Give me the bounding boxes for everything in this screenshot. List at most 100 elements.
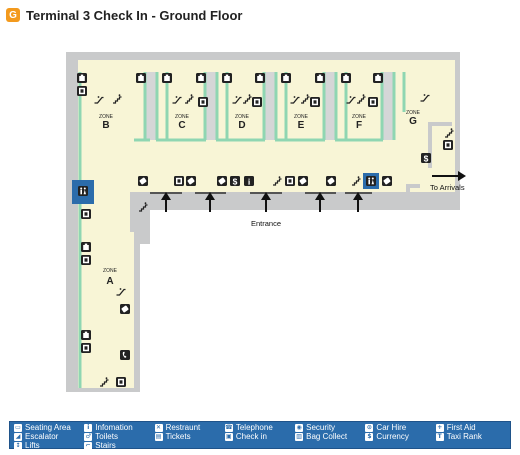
taxi-rank-icon: T (435, 432, 444, 441)
lift-icon (174, 176, 184, 186)
legend-item-escalator: ◢Escalator (14, 432, 84, 441)
zone-prefix: ZONE (406, 110, 421, 116)
page-title: Terminal 3 Check In - Ground Floor (26, 7, 243, 23)
baggage-icon (217, 176, 227, 186)
entrance-arrow (315, 192, 325, 212)
legend-item-tickets: ▤Tickets (154, 432, 225, 441)
information-icon (244, 176, 254, 186)
legend-label: Toilets (95, 432, 118, 441)
entrance-arrow (161, 192, 171, 212)
check-in-icon (196, 73, 206, 83)
currency-icon: $ (365, 432, 374, 441)
lift-icon (81, 343, 91, 353)
zone-letter: A (106, 276, 113, 287)
check-in-icon (281, 73, 291, 83)
lifts-icon: ↕ (14, 441, 22, 450)
entrance-arrows (161, 192, 363, 212)
zone-label-b: ZONE B (99, 114, 114, 131)
zone-prefix: ZONE (103, 268, 118, 274)
legend-item-car-hire: ⊙Car Hire (365, 423, 435, 432)
baggage-icon (382, 176, 392, 186)
toilets-icon (78, 186, 88, 196)
zone-letter: B (102, 120, 109, 131)
legend-label: First Aid (446, 423, 476, 432)
check-in-icon (373, 73, 383, 83)
legend-label: Currency (376, 432, 409, 441)
check-in-icon (81, 242, 91, 252)
toilets-icon: ♂ (84, 432, 93, 441)
entrance-arrow (205, 192, 215, 212)
check-in-icon (162, 73, 172, 83)
lift-icon (198, 97, 208, 107)
legend-item-seating-area: ▭Seating Area (14, 423, 84, 432)
escalator-icon: ◢ (14, 432, 22, 441)
zone-label-d: ZONE D (235, 114, 250, 131)
zone-label-f: ZONE F (352, 114, 367, 131)
legend-item-first-aid: +First Aid (435, 423, 506, 432)
legend-label: Infomation (95, 423, 133, 432)
baggage-icon (120, 304, 130, 314)
floor-badge: G (6, 8, 20, 22)
lift-icon (443, 140, 453, 150)
entrance-arrow (261, 192, 271, 212)
check-in-icon (222, 73, 232, 83)
legend-label: Tickets (165, 432, 191, 441)
legend-label: Bag Collect (306, 432, 348, 441)
terminal-floor (78, 60, 455, 388)
baggage-icon (138, 176, 148, 186)
zone-dividers (146, 72, 393, 140)
check-in-icon (81, 330, 91, 340)
legend-label: Check in (235, 432, 267, 441)
zone-letter: F (356, 120, 362, 131)
legend-label: Taxi Rank (446, 432, 482, 441)
baggage-icon (298, 176, 308, 186)
baggage-icon (326, 176, 336, 186)
telephone-icon (120, 350, 130, 360)
currency-icon (230, 176, 240, 186)
to-arrivals-label: To Arrivals (430, 183, 465, 192)
zone-prefix: ZONE (99, 114, 114, 120)
legend-label: Seating Area (25, 423, 71, 432)
check-in-icon (136, 73, 146, 83)
information-icon: i (84, 423, 93, 432)
tickets-icon: ▤ (154, 432, 163, 441)
zone-letter: G (409, 116, 417, 127)
lift-icon (77, 86, 87, 96)
toilets-icon (366, 176, 376, 186)
floor-map: ZONE B ZONE C ZONE D ZONE E ZONE F ZONE … (66, 52, 466, 392)
arrivals-passage (398, 184, 422, 207)
lift-icon (81, 209, 91, 219)
entrance-label: Entrance (251, 219, 281, 228)
zone-letter: D (238, 120, 245, 131)
legend-item-restaurant: ✕Restraunt (154, 423, 225, 432)
zone-prefix: ZONE (294, 114, 309, 120)
restaurant-icon: ✕ (154, 423, 163, 432)
baggage-icon (186, 176, 196, 186)
zone-prefix: ZONE (175, 114, 190, 120)
currency-icon (421, 153, 431, 163)
legend-label: Security (306, 423, 336, 432)
zone-label-g: ZONE G (406, 110, 421, 127)
check-in-icon: ▣ (224, 432, 233, 441)
zone-label-e: ZONE E (294, 114, 309, 131)
zone-prefix: ZONE (235, 114, 250, 120)
legend-label: Restraunt (165, 423, 201, 432)
entrance-arrow (353, 192, 363, 212)
zone-letter: E (298, 120, 305, 131)
lift-icon (116, 377, 126, 387)
first-aid-icon: + (435, 423, 444, 432)
legend-item-check-in: ▣Check in (224, 432, 295, 441)
car-hire-icon: ⊙ (365, 423, 374, 432)
legend-item-bag-collect: ▥Bag Collect (295, 432, 365, 441)
legend-item-lifts: ↕Lifts (14, 441, 84, 450)
lift-icon (285, 176, 295, 186)
legend-label: Lifts (25, 441, 40, 450)
header: G Terminal 3 Check In - Ground Floor (6, 6, 242, 24)
legend-label: Escalator (25, 432, 59, 441)
legend-item-security: ◉Security (295, 423, 365, 432)
legend-item-toilets: ♂Toilets (84, 432, 154, 441)
check-in-icon (341, 73, 351, 83)
